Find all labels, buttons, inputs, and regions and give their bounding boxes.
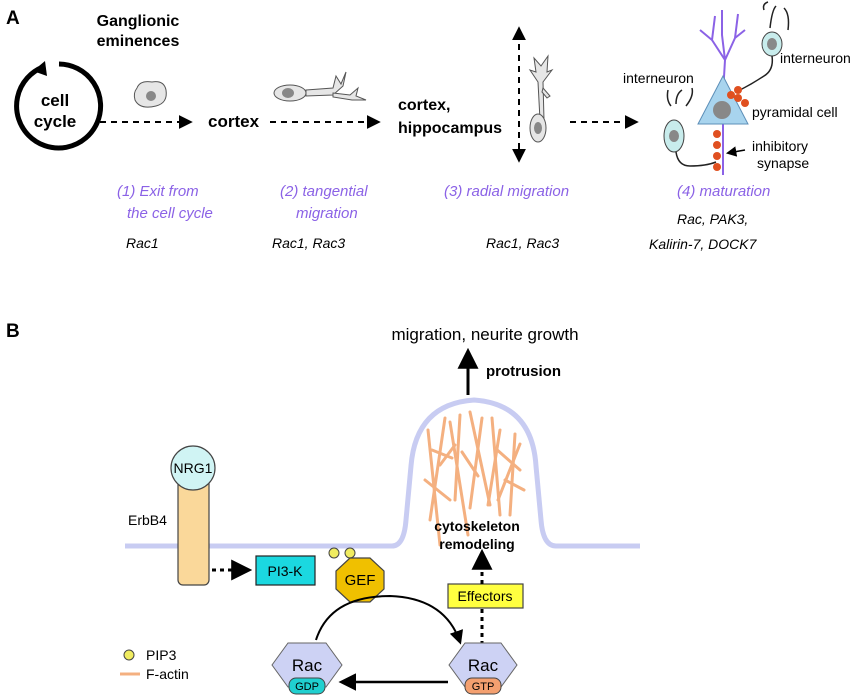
arrow-activation [315,594,464,645]
ganglionic-label-2: eminences [97,33,180,50]
gef-octagon [335,557,385,603]
stage-3-title: (3) radial migration [444,183,569,200]
pi3k-box [255,555,316,586]
radial-neuron-icon [528,54,554,143]
pi3k-label: PI3-K [267,563,303,579]
pyramidal-cell-label: pyramidal cell [752,104,838,120]
cell-cycle-label-1: cell [41,91,69,110]
inhibitory-label-1: inhibitory [752,138,808,154]
stage-2-genes: Rac1, Rac3 [272,235,345,251]
mature-circuit-icon [663,1,790,175]
legend-pip3-swatch [123,649,135,661]
erbb4-label: ErbB4 [128,512,167,528]
gdp-label: GDP [295,681,319,693]
nrg1-label: NRG1 [174,460,213,476]
stage-2-title-1: (2) tangential [280,183,368,200]
pip3-dot [328,547,340,559]
erbb4-receptor [177,476,210,586]
stage-1-gene: Rac1 [126,235,159,251]
gtp-label: GTP [472,681,495,693]
stage-1-title-2: the cell cycle [127,205,213,222]
gef-label: GEF [345,572,376,589]
interneuron-right-label: interneuron [780,50,850,66]
rac-gdp-hexagon [271,642,343,688]
progenitor-cell-icon [133,81,167,108]
stage-4-genes-2: Kalirin-7, DOCK7 [649,236,758,252]
cortex-hippocampus-label-2: hippocampus [398,120,502,137]
cell-cycle-icon [14,61,104,151]
outcome-label: migration, neurite growth [391,325,578,344]
stage-1-title-1: (1) Exit from [117,183,199,200]
rac-gtp-label: Rac [468,656,499,675]
legend-factin-label: F-actin [146,666,189,682]
stage-4-title: (4) maturation [677,183,770,200]
inhibitory-label-2: synapse [757,155,809,171]
f-actin-network [423,410,526,547]
tangential-neuron-icon [273,71,367,102]
nrg1-ligand [170,445,216,491]
cytoskeleton-label-2: remodeling [439,536,514,552]
panel-b-label: B [6,321,20,342]
panel-a-label: A [6,8,20,29]
cytoskeleton-label-1: cytoskeleton [434,518,520,534]
legend-pip3-label: PIP3 [146,647,177,663]
pip3-dot [344,547,356,559]
cell-cycle-label-2: cycle [34,112,77,131]
interneuron-left-label: interneuron [623,70,694,86]
plasma-membrane [125,397,640,549]
stage-2-title-2: migration [296,205,358,222]
stage-3-genes: Rac1, Rac3 [486,235,559,251]
rac-gdp-label: Rac [292,656,323,675]
protrusion-label: protrusion [486,363,561,380]
effectors-box [447,583,524,609]
cortex-label: cortex [208,112,260,131]
gdp-badge [288,677,326,695]
stage-4-genes-1: Rac, PAK3, [677,211,748,227]
cortex-hippocampus-label-1: cortex, [398,97,450,114]
ganglionic-label-1: Ganglionic [97,13,180,30]
gtp-badge [464,677,502,695]
effectors-label: Effectors [458,588,513,604]
